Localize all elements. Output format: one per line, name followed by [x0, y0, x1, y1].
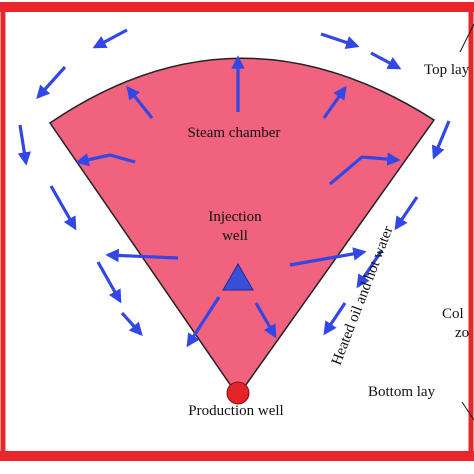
- production-well-circle-icon: [226, 381, 250, 405]
- arrow-outer-right-top: [320, 32, 360, 49]
- cold-zone-label-line2: zo: [455, 325, 469, 341]
- arrow-outer-left-4: [96, 261, 122, 304]
- cold-zone-label-line1: Col: [442, 306, 464, 322]
- top-layer-bar: [0, 2, 474, 12]
- arrow-outer-left-3: [49, 185, 77, 231]
- arrow-inner-left: [75, 153, 136, 167]
- bottom-layer-bar: [0, 451, 474, 461]
- outer-arrows: [17, 28, 451, 336]
- bottom-layer-label: Bottom lay: [368, 384, 436, 400]
- arrow-outer-right-3: [394, 196, 419, 231]
- arrow-outer-right-5: [323, 302, 347, 336]
- arrow-outer-right-2: [431, 120, 451, 160]
- arrow-inner-right-lower: [254, 302, 277, 339]
- top-layer-label: Top lay: [424, 62, 470, 78]
- arrow-outer-right-1: [370, 51, 402, 70]
- arrow-inner-right: [328, 152, 401, 186]
- injection-well-label-line1: Injection: [208, 209, 262, 225]
- arrow-outer-left-2: [17, 124, 31, 166]
- top-layer-leader: [459, 23, 474, 53]
- arrow-inner-upper-right: [322, 85, 347, 119]
- injection-well-label-line2: well: [222, 228, 248, 244]
- arrow-inner-mid-right: [289, 247, 367, 267]
- injection-well-triangle-icon: [222, 262, 254, 291]
- bottom-layer-leader: [461, 401, 474, 421]
- arrow-inner-mid-left: [105, 248, 179, 263]
- arrow-outer-left-5: [120, 311, 143, 336]
- production-well-label: Production well: [188, 403, 283, 419]
- arrow-outer-left-1: [36, 65, 67, 99]
- arrow-outer-right-4: [356, 249, 384, 289]
- arrow-outer-left-top: [92, 28, 128, 49]
- steam-chamber-label: Steam chamber: [188, 125, 281, 141]
- arrow-inner-upper-left: [126, 85, 154, 119]
- inner-arrows: [75, 55, 401, 348]
- arrow-inner-left-lower: [186, 296, 221, 348]
